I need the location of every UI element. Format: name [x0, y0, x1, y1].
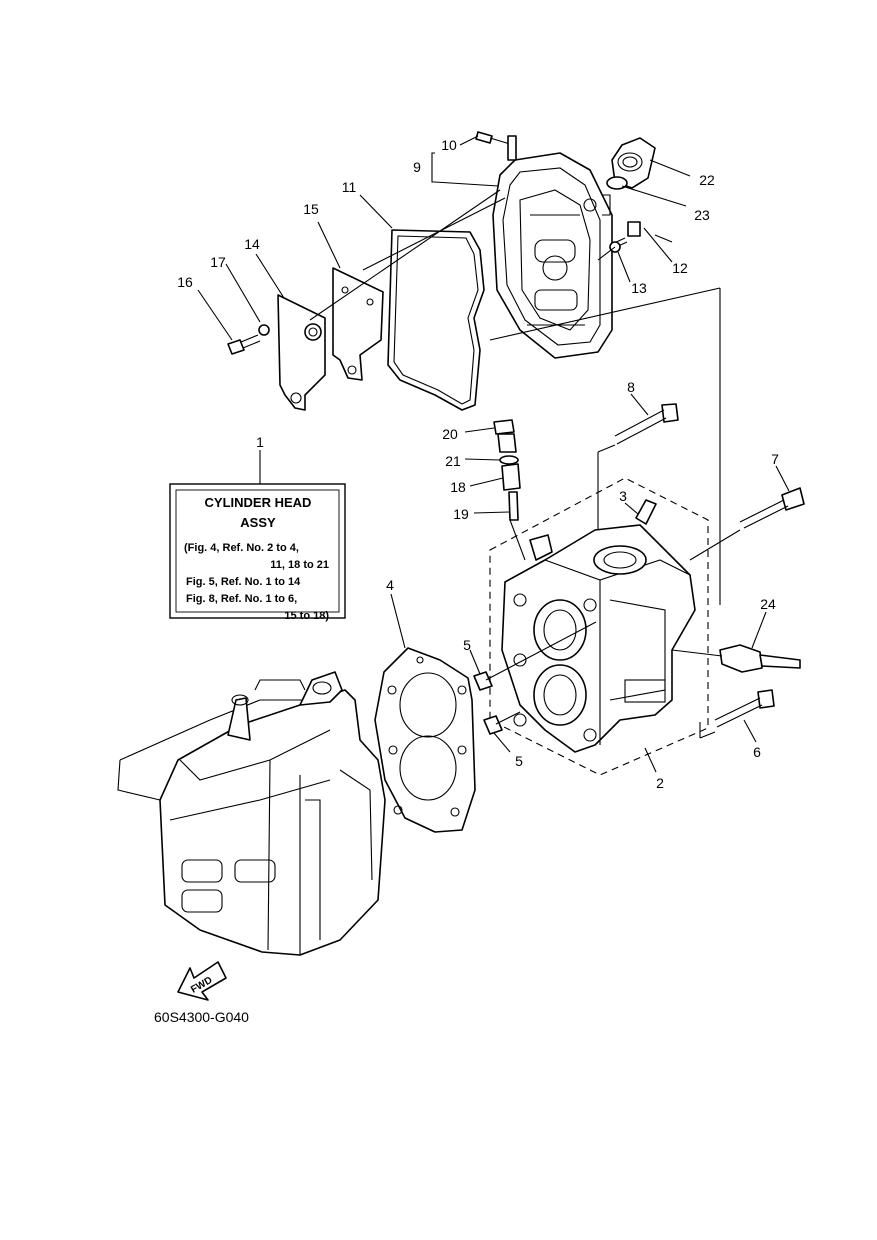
callout-21: 21 [445, 453, 461, 469]
callout-12: 12 [672, 260, 688, 276]
callout-11: 11 [342, 179, 357, 195]
info-box-ref-4: Fig. 8, Ref. No. 1 to 6, [186, 593, 297, 605]
plate-14 [277, 294, 326, 411]
info-box-ref-3: Fig. 5, Ref. No. 1 to 14 [186, 576, 301, 588]
head-gasket [374, 647, 476, 833]
info-box-title-1: CYLINDER HEAD [205, 495, 312, 510]
leader-lines-mid [485, 444, 741, 739]
callout-5a: 5 [463, 637, 471, 653]
callout-20: 20 [442, 426, 458, 442]
callout-3: 3 [619, 488, 627, 504]
bolt-16 [227, 334, 261, 355]
callout-4: 4 [386, 577, 394, 593]
info-box: CYLINDER HEAD ASSY (Fig. 4, Ref. No. 2 t… [169, 450, 346, 622]
callout-17: 17 [210, 254, 226, 270]
stem-19 [508, 491, 519, 521]
info-box-title-2: ASSY [240, 515, 276, 530]
callout-24: 24 [760, 596, 776, 612]
diagram-code: 60S4300-G040 [154, 1009, 249, 1025]
callout-14: 14 [244, 236, 260, 252]
bolt-8 [614, 403, 679, 445]
callout-18: 18 [450, 479, 466, 495]
callout-13: 13 [631, 280, 647, 296]
callout-7: 7 [771, 451, 779, 467]
cover-gasket [387, 229, 485, 411]
bolt-7 [739, 487, 805, 529]
callout-5b: 5 [515, 753, 523, 769]
bolt-6 [714, 689, 775, 728]
info-box-ref-1: (Fig. 4, Ref. No. 2 to 4, [184, 542, 299, 554]
callout-1: 1 [256, 434, 264, 450]
fwd-arrow-icon: FWD [177, 961, 227, 1001]
callout-8: 8 [627, 379, 635, 395]
washer-17 [258, 324, 270, 336]
dowel-5b [483, 715, 503, 735]
cylinder-block [117, 671, 386, 956]
ring-21 [499, 455, 519, 465]
callout-16: 16 [177, 274, 193, 290]
dowel-5a [473, 671, 493, 691]
info-box-ref-2: 11, 18 to 21 [270, 559, 329, 571]
leader-lines-top [309, 189, 721, 605]
callouts: 1 2 3 4 5 5 6 7 8 9 10 11 12 13 14 15 16… [177, 135, 790, 791]
callout-9: 9 [413, 159, 421, 175]
cylinder-head-cover [492, 152, 613, 359]
callout-22: 22 [699, 172, 715, 188]
info-box-ref-5: 15 to 18) [284, 610, 329, 622]
valve-parts [493, 419, 521, 521]
bolt-10 [475, 131, 517, 161]
callout-10: 10 [441, 137, 457, 153]
spark-plug [719, 644, 801, 673]
pin-3 [635, 499, 657, 525]
callout-2: 2 [656, 775, 664, 791]
plate-15 [332, 267, 384, 381]
sleeve-18 [501, 463, 521, 491]
callout-19: 19 [453, 506, 469, 522]
cylinder-head [501, 524, 696, 753]
callout-23: 23 [694, 207, 710, 223]
callout-6: 6 [753, 744, 761, 760]
callout-15: 15 [303, 201, 319, 217]
